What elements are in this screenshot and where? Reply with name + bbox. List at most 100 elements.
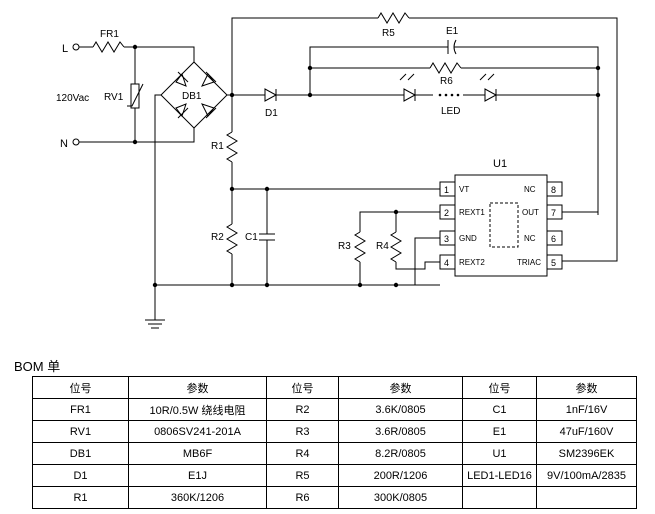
ic-pin-7-name: OUT: [522, 208, 539, 217]
r6-label: R6: [440, 76, 453, 87]
c1-label: C1: [245, 232, 258, 243]
c1-capacitor: [259, 233, 275, 241]
bom-header-ref: 位号: [32, 376, 129, 399]
d1-label: D1: [265, 108, 278, 119]
circuit-schematic: L N 120Vac FR1 RV1 DB1: [56, 12, 618, 329]
bom-cell: 3.6R/0805: [338, 420, 463, 443]
bom-cell: R1: [32, 486, 129, 509]
bom-cell: R6: [266, 486, 339, 509]
ic-pin-8-number: 8: [551, 185, 556, 195]
rv1-varistor: [127, 47, 144, 142]
u1-label: U1: [493, 158, 507, 170]
ic-pin-6-name: NC: [524, 234, 536, 243]
d1-diode: [264, 88, 278, 102]
ic-pin-4: 4 REXT2: [439, 254, 485, 270]
bom-title: BOM 单: [14, 359, 61, 374]
bom-table: 位号 参数 位号 参数 位号 参数 FR1 10R/0.5W 绕线电阻 R2 3…: [32, 376, 637, 509]
bom-cell: D1: [32, 464, 129, 487]
table-row: DB1 MB6F R4 8.2R/0805 U1 SM2396EK: [32, 442, 637, 465]
db1-bridge-rectifier: [160, 61, 228, 129]
table-row: RV1 0806SV241-201A R3 3.6R/0805 E1 47uF/…: [32, 420, 637, 443]
input-l-label: L: [62, 43, 68, 55]
bom-cell: RV1: [32, 420, 129, 443]
bom-header-value: 参数: [338, 376, 463, 399]
bom-cell: E1: [462, 420, 537, 443]
table-row: FR1 10R/0.5W 绕线电阻 R2 3.6K/0805 C1 1nF/16…: [32, 398, 637, 421]
ic-pin-7-number: 7: [551, 208, 556, 218]
ic-pin-6-number: 6: [551, 234, 556, 244]
bom-cell: DB1: [32, 442, 129, 465]
e1-label: E1: [446, 26, 459, 37]
bom-header-ref: 位号: [266, 376, 339, 399]
db1-label: DB1: [182, 91, 202, 102]
bom-cell: R2: [266, 398, 339, 421]
led-string: [399, 73, 498, 102]
input-n-terminal: N: [60, 138, 80, 150]
r4-resistor: [390, 231, 402, 263]
bom-header-value: 参数: [128, 376, 267, 399]
bom-header-ref: 位号: [462, 376, 537, 399]
ic-pin-2: 2 REXT1: [439, 204, 485, 220]
table-row: R1 360K/1206 R6 300K/0805: [32, 486, 637, 509]
r6-resistor: [429, 62, 462, 74]
bom-cell: [536, 486, 637, 509]
bom-cell: 3.6K/0805: [338, 398, 463, 421]
r5-resistor: [377, 12, 410, 24]
r3-resistor: [354, 231, 366, 263]
bom-cell: MB6F: [128, 442, 267, 465]
bom-cell: [462, 486, 537, 509]
ic-pin-1: 1 VT: [439, 181, 469, 197]
input-l-terminal: L: [62, 43, 80, 55]
ic-pin-3: 3 GND: [439, 230, 477, 246]
input-n-label: N: [60, 138, 68, 150]
u1-ic: [454, 174, 548, 277]
bom-cell: 47uF/160V: [536, 420, 637, 443]
bom-cell: 9V/100mA/2835: [536, 464, 637, 487]
ic-pin-3-name: GND: [459, 234, 477, 243]
ic-pin-8-name: NC: [524, 185, 536, 194]
bom-cell: FR1: [32, 398, 129, 421]
bom-header-value: 参数: [536, 376, 637, 399]
ic-pin-5-number: 5: [551, 258, 556, 268]
ic-pin-1-name: VT: [459, 185, 469, 194]
r4-label: R4: [376, 241, 389, 252]
led-label: LED: [441, 106, 460, 117]
fr1-label: FR1: [100, 29, 119, 40]
ic-pin-3-number: 3: [444, 234, 449, 244]
ic-pin-4-name: REXT2: [459, 258, 485, 267]
r2-label: R2: [211, 232, 224, 243]
rv1-label: RV1: [104, 92, 124, 103]
ic-pin-2-number: 2: [444, 208, 449, 218]
r3-label: R3: [338, 241, 351, 252]
bom-cell: C1: [462, 398, 537, 421]
ic-pin-4-number: 4: [444, 258, 449, 268]
bom-cell: R4: [266, 442, 339, 465]
ic-pin-2-name: REXT1: [459, 208, 485, 217]
ic-pin-7: 7 OUT: [522, 204, 563, 220]
ic-pin-6: 6 NC: [524, 230, 563, 246]
table-row: D1 E1J R5 200R/1206 LED1-LED16 9V/100mA/…: [32, 464, 637, 487]
input-voltage-label: 120Vac: [56, 93, 89, 104]
fr1-resistor: [92, 41, 125, 53]
bom-cell: 10R/0.5W 绕线电阻: [128, 398, 267, 421]
r1-label: R1: [211, 141, 224, 152]
r2-resistor: [226, 223, 238, 255]
ic-pin-5-name: TRIAC: [517, 258, 541, 267]
r5-label: R5: [382, 28, 395, 39]
bom-cell: R5: [266, 464, 339, 487]
bom-cell: 8.2R/0805: [338, 442, 463, 465]
bom-cell: 360K/1206: [128, 486, 267, 509]
bom-header-row: 位号 参数 位号 参数 位号 参数: [32, 376, 637, 399]
bom-cell: E1J: [128, 464, 267, 487]
ic-pin-5: 5 TRIAC: [517, 254, 563, 270]
ic-pin-8: 8 NC: [524, 181, 563, 197]
bom-cell: U1: [462, 442, 537, 465]
bom-cell: 200R/1206: [338, 464, 463, 487]
bom-cell: 0806SV241-201A: [128, 420, 267, 443]
bom-cell: 300K/0805: [338, 486, 463, 509]
bom-cell: 1nF/16V: [536, 398, 637, 421]
bom-cell: SM2396EK: [536, 442, 637, 465]
bom-cell: R3: [266, 420, 339, 443]
r1-resistor: [226, 131, 238, 163]
bom-cell: LED1-LED16: [462, 464, 537, 487]
